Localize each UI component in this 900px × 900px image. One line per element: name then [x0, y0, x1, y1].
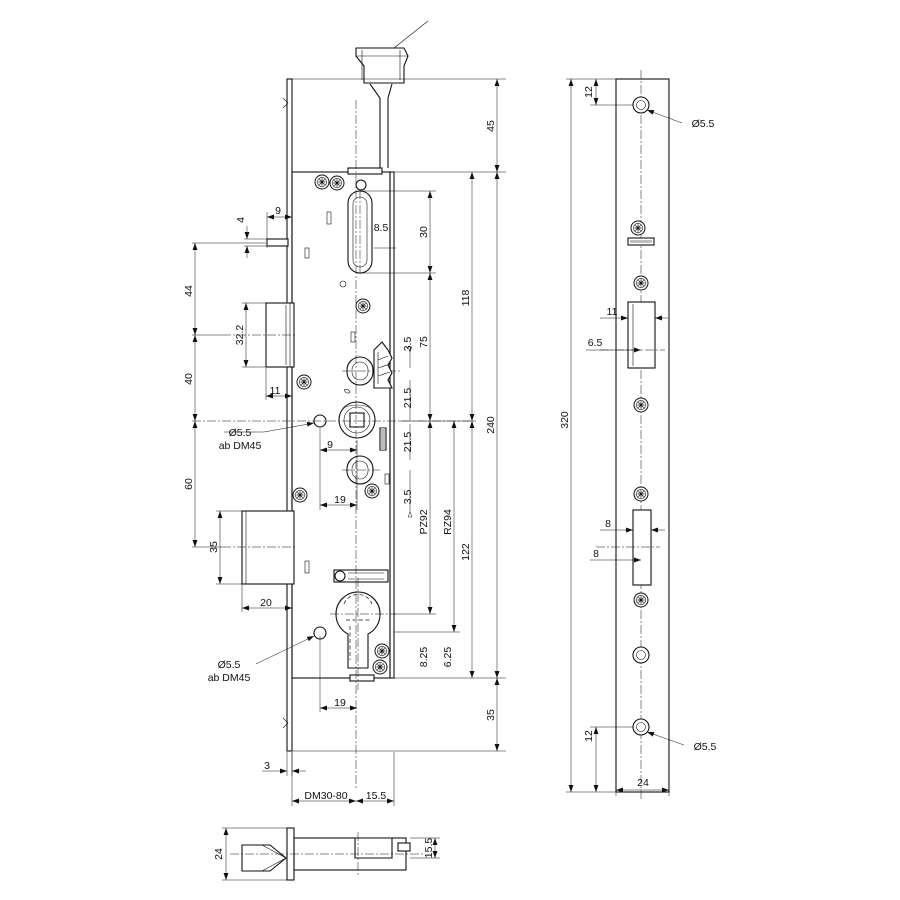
dim-3-5-lower: 3.5: [402, 490, 414, 505]
dim-9-top: 9: [275, 205, 281, 217]
top-slot: [347, 190, 373, 276]
dim-20: 20: [260, 597, 272, 609]
dim-21-5-upper: 21.5: [402, 388, 414, 409]
faceplate-screw-2: [633, 275, 649, 291]
bottom-section-view: 24 15.5: [213, 827, 440, 881]
dim-15-5: 15.5: [366, 790, 387, 802]
fp-dim-8-b: 8: [593, 548, 599, 560]
top-cap: [347, 167, 383, 175]
dim-8-25: 8.25: [418, 647, 430, 668]
dim-21-5-lower: 21.5: [402, 432, 414, 453]
case-notch-5: [304, 560, 310, 574]
dim-19-upper: 19: [334, 494, 346, 506]
dim-8-5: 8.5: [374, 222, 389, 234]
dim-240: 240: [485, 416, 497, 434]
fp-dim-320: 320: [559, 411, 571, 429]
faceplate-hole-top: [632, 96, 650, 114]
inner-dimensions: 9 19 19 DM30-80 15.5: [291, 428, 395, 806]
bottom-cap: [349, 674, 375, 682]
case-screw-3: [355, 298, 371, 314]
top-pin: [266, 238, 289, 247]
dim-32-2: 32.2: [234, 325, 246, 346]
follower-hub: [338, 401, 376, 439]
dim-122: 122: [460, 543, 472, 561]
left-dimensions: 9 4 44 40 60 32.2 11 35 20: [183, 205, 306, 776]
dim-rz94: RZ94: [442, 509, 454, 535]
dim-3-5-upper: 3.5: [402, 337, 414, 352]
hole-callout-upper: Ø5.5 ab DM45: [219, 421, 315, 452]
case-notch-2: [304, 247, 310, 259]
fp-dim-24: 24: [637, 777, 649, 789]
break-marks: [282, 97, 289, 729]
faceplate-view: 320 12 12 Ø5.5 Ø5.5 11 6.5 8 8 24: [559, 70, 717, 800]
dim-118: 118: [460, 289, 472, 306]
case-screw-2: [329, 175, 345, 191]
lower-slot: [342, 455, 380, 485]
main-faceplate-edge: [286, 78, 293, 752]
hole-upper-dia: Ø5.5: [229, 427, 252, 439]
dim-6-25: 6.25: [442, 647, 454, 668]
dim-40: 40: [183, 373, 195, 385]
case-notch-1: [326, 211, 332, 225]
dim-30: 30: [418, 226, 430, 238]
fp-dim-12-top: 12: [583, 86, 595, 98]
dim-pz92: PZ92: [418, 509, 430, 534]
case-screw-5: [364, 483, 380, 499]
case-screw-4: [296, 374, 312, 390]
faceplate-screw-4: [633, 486, 649, 502]
hole-lower-dia: Ø5.5: [218, 659, 241, 671]
bv-dim-15-5: 15.5: [423, 838, 435, 859]
dim-75: 75: [418, 336, 430, 348]
fp-dim-12-bottom: 12: [583, 730, 595, 742]
faceplate-hole-bottom: [632, 718, 650, 736]
right-dimensions: 45 118 240 35 30 8.5 75 3.5 21.5 21.5 3.…: [292, 78, 506, 752]
latch-window: [627, 301, 656, 369]
cylinder-profile: [330, 578, 396, 690]
latch-bolt: [222, 302, 296, 368]
dim-45: 45: [485, 120, 497, 132]
dim-35-bottom: 35: [485, 709, 497, 721]
bv-dim-24: 24: [213, 848, 225, 860]
case-notch-4: [384, 473, 390, 485]
dim-9-hub: 9: [327, 439, 333, 451]
case-pin: [355, 179, 367, 191]
faceplate-screw-3: [633, 397, 649, 413]
case-screw-8: [372, 659, 388, 675]
dim-19-lower: 19: [334, 697, 346, 709]
fp-dim-11: 11: [607, 306, 618, 318]
dim-35-bolt: 35: [208, 541, 220, 553]
fp-dim-6-5: 6.5: [588, 337, 603, 349]
hole-callout-lower: Ø5.5 ab DM45: [208, 635, 315, 684]
deadbolt: [222, 510, 296, 585]
case-notch-3: [350, 331, 356, 343]
dim-11: 11: [270, 385, 281, 397]
dim-60: 60: [183, 478, 195, 490]
case-screw-7: [374, 643, 390, 659]
bolt-window: [632, 509, 652, 586]
bolt-lever: [333, 569, 389, 583]
dim-4: 4: [235, 217, 247, 223]
dim-3: 3: [264, 760, 270, 772]
fp-dim-dia-bottom: Ø5.5: [694, 741, 717, 753]
faceplate-outline: [615, 78, 670, 793]
case-dot: [339, 280, 347, 288]
main-lock-view: 45 118 240 35 30 8.5 75 3.5 21.5 21.5 3.…: [183, 20, 506, 806]
top-follower: [355, 20, 429, 168]
dim-dm: DM30-80: [304, 790, 347, 802]
faceplate-screw-5: [633, 592, 649, 608]
fp-dim-dia-top: Ø5.5: [692, 118, 715, 130]
faceplate-screw-6: [632, 646, 650, 664]
dim-44: 44: [183, 285, 195, 297]
case-screw-1: [314, 174, 330, 190]
fp-dim-8-a: 8: [605, 518, 611, 530]
case-screw-6: [292, 487, 308, 503]
hole-upper-note: ab DM45: [219, 440, 262, 452]
hole-lower-note: ab DM45: [208, 672, 251, 684]
faceplate-screw-1: [630, 220, 646, 236]
latch-mechanism: [342, 341, 402, 394]
